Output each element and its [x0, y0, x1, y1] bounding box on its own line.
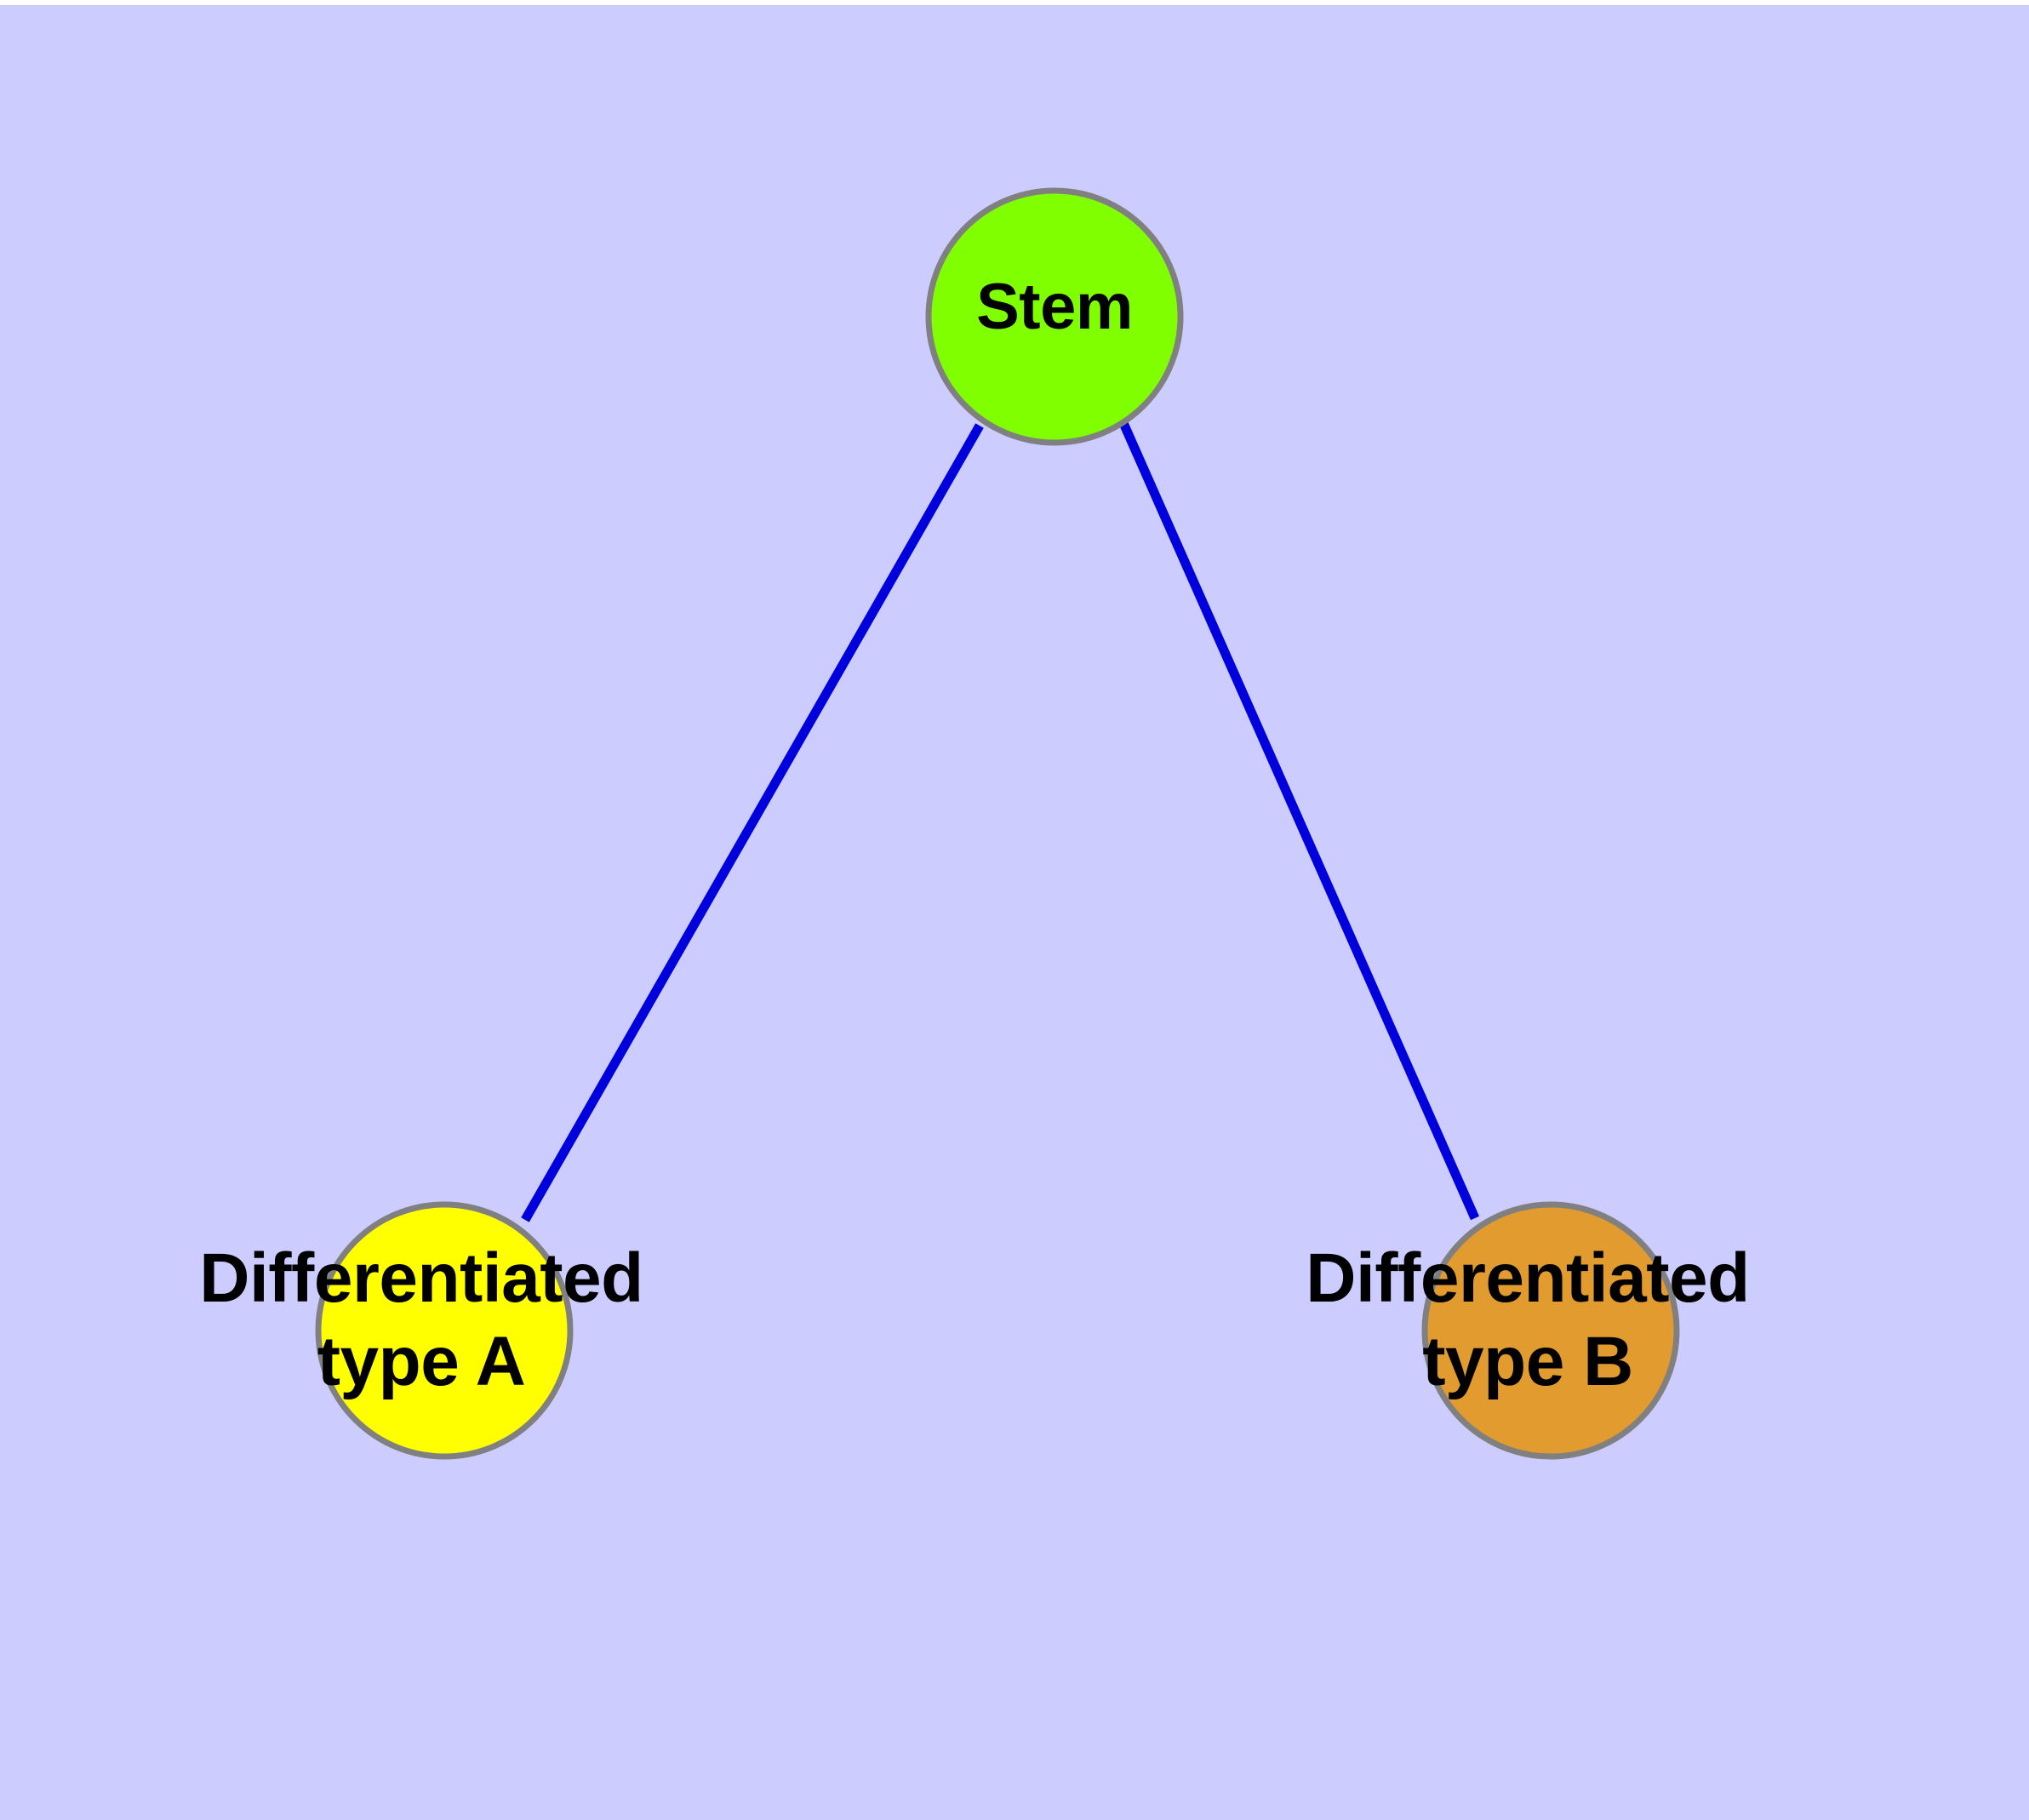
node-diff-a-circle[interactable] — [315, 1201, 574, 1460]
edge-stem-to-diff-b — [1118, 421, 1480, 1221]
node-stem-circle[interactable] — [925, 187, 1184, 446]
node-group — [315, 187, 1680, 1460]
node-diff-b-circle[interactable] — [1421, 1201, 1680, 1460]
edge-group — [521, 421, 1480, 1222]
edge-stem-to-diff-a — [521, 423, 984, 1222]
